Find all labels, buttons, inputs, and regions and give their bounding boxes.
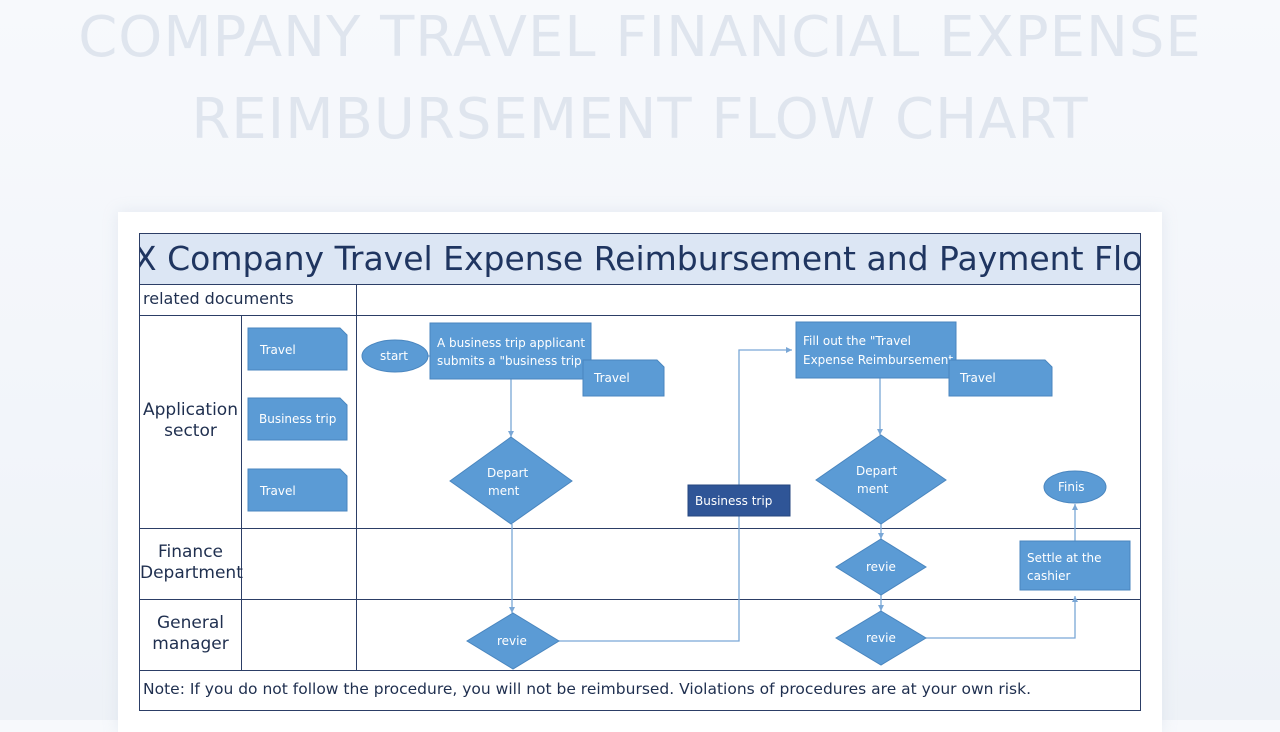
document-travel-1: Travel xyxy=(247,327,348,371)
lane-label-line: General xyxy=(157,613,224,633)
decision-manager-review-2: revie xyxy=(835,610,927,666)
document-label: Travel xyxy=(959,371,996,385)
decision-label: revie xyxy=(866,631,896,645)
step-label-line: Fill out the "Travel xyxy=(803,334,911,348)
finish-node: Finis xyxy=(1043,470,1107,504)
lane-label-line: Application xyxy=(143,400,238,420)
lane-divider-finance xyxy=(140,528,1140,529)
decision-department-2: Depart ment xyxy=(815,434,947,525)
doc-travel-step1: Travel xyxy=(582,359,665,397)
step-label-line: Expense Reimbursement xyxy=(803,353,953,367)
lane-label-application: Application sector xyxy=(140,400,241,442)
start-node: start xyxy=(361,339,429,373)
sheet-title: X Company Travel Expense Reimbursement a… xyxy=(140,234,1140,285)
lane-label-line: Finance xyxy=(157,542,224,562)
step-label-line: cashier xyxy=(1027,569,1071,583)
document-label: Travel xyxy=(259,343,296,357)
flowchart-sheet: X Company Travel Expense Reimbursement a… xyxy=(139,233,1141,711)
label-column-divider xyxy=(241,315,242,670)
business-trip-box: Business trip xyxy=(687,484,791,517)
document-travel-2: Travel xyxy=(247,468,348,512)
document-label: Business trip xyxy=(259,412,336,426)
business-trip-label: Business trip xyxy=(695,494,772,508)
document-label: Travel xyxy=(593,371,630,385)
step-label-line: A business trip applicant xyxy=(437,336,585,350)
step-fill-reimbursement: Fill out the "Travel Expense Reimburseme… xyxy=(795,321,957,379)
note-divider xyxy=(140,670,1140,671)
lane-divider-manager xyxy=(140,599,1140,600)
decision-label-line: Depart xyxy=(487,466,529,480)
connector-review-to-cashier xyxy=(926,596,1078,639)
decision-label: revie xyxy=(866,560,896,574)
document-business-trip: Business trip xyxy=(247,397,348,441)
banner-title-line-1: COMPANY TRAVEL FINANCIAL EXPENSE xyxy=(78,5,1202,70)
decision-label-line: ment xyxy=(488,484,520,498)
lane-label-line: sector xyxy=(164,421,217,441)
finish-label: Finis xyxy=(1058,480,1085,494)
decision-finance-review: revie xyxy=(835,538,927,596)
step-submit-business-trip: A business trip applicant submits a "bus… xyxy=(429,322,592,380)
lane-label-line: Department xyxy=(140,563,243,583)
lane-label-line: manager xyxy=(152,634,229,654)
decision-manager-review-1: revie xyxy=(466,612,560,670)
decision-department-1: Depart ment xyxy=(449,436,573,525)
start-label: start xyxy=(380,349,408,363)
step-settle-cashier: Settle at the cashier xyxy=(1019,540,1131,591)
lane-label-finance: Finance Department xyxy=(140,542,243,584)
related-documents-label: related documents xyxy=(143,289,294,308)
document-label: Travel xyxy=(259,484,296,498)
page-banner: COMPANY TRAVEL FINANCIAL EXPENSE REIMBUR… xyxy=(0,0,1280,180)
banner-title-line-2: REIMBURSEMENT FLOW CHART xyxy=(191,87,1089,152)
lane-label-manager: General manager xyxy=(140,613,241,655)
documents-column-divider xyxy=(356,285,357,670)
step-label-line: submits a "business trip xyxy=(437,354,582,368)
header-row-divider xyxy=(140,315,1140,316)
decision-label: revie xyxy=(497,634,527,648)
step-label-line: Settle at the xyxy=(1027,551,1102,565)
doc-travel-step2: Travel xyxy=(948,359,1053,397)
procedure-note: Note: If you do not follow the procedure… xyxy=(143,680,1032,698)
decision-label-line: Depart xyxy=(856,464,898,478)
decision-label-line: ment xyxy=(857,482,889,496)
